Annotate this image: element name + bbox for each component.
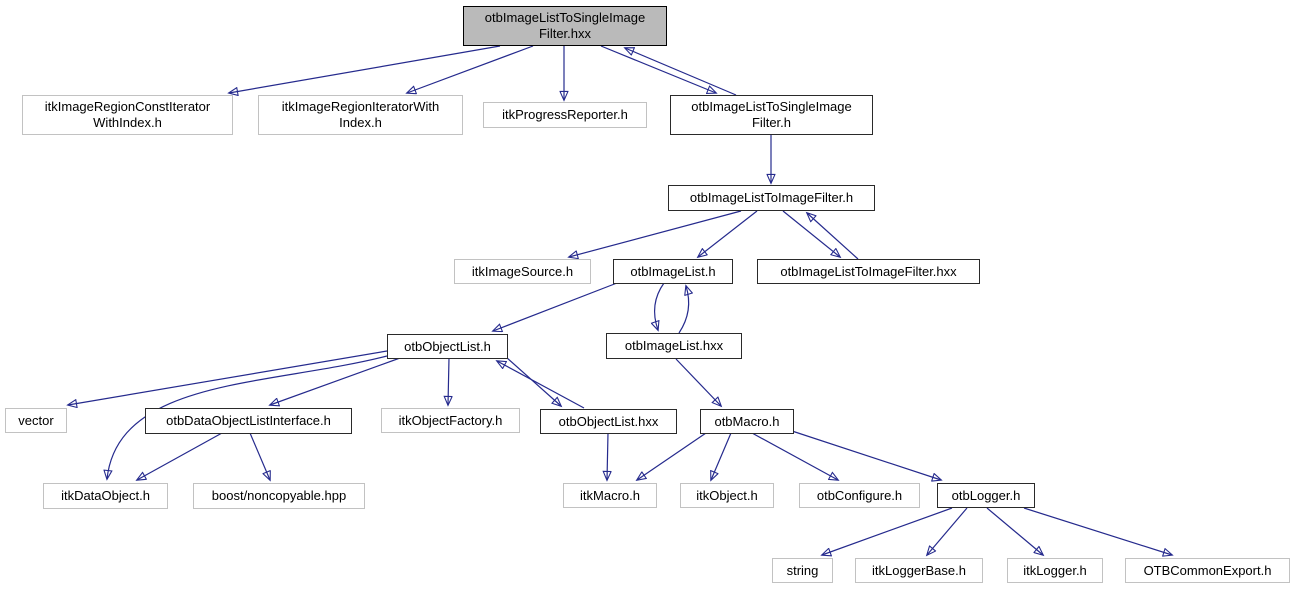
edge-object-list-h-to-object-factory xyxy=(448,357,449,405)
node-otb-image-list-h[interactable]: otbImageList.h xyxy=(613,259,733,284)
edge-object-list-h-to-data-object xyxy=(107,355,388,479)
edge-root-to-single-image-filter-h xyxy=(600,45,716,93)
edge-image-list-h-to-object-list-h xyxy=(493,282,618,331)
edge-object-list-h-to-vector xyxy=(68,350,388,405)
edge-otb-macro-to-otb-logger xyxy=(791,430,941,480)
node-otb-configure: otbConfigure.h xyxy=(799,483,920,508)
edge-object-list-h-to-interface xyxy=(270,357,401,405)
node-itk-region-iterator: itkImageRegionIteratorWith Index.h xyxy=(258,95,463,135)
node-itk-logger-base: itkLoggerBase.h xyxy=(855,558,983,583)
edge-otb-macro-to-itk-macro xyxy=(637,432,707,480)
node-string: string xyxy=(772,558,833,583)
node-otb-common-export: OTBCommonExport.h xyxy=(1125,558,1290,583)
node-otb-image-list-hxx[interactable]: otbImageList.hxx xyxy=(606,333,742,359)
node-otb-macro[interactable]: otbMacro.h xyxy=(700,409,794,434)
node-data-object-list-interface[interactable]: otbDataObjectListInterface.h xyxy=(145,408,352,434)
edge-object-list-hxx-to-object-list-h xyxy=(497,361,585,409)
node-otb-logger[interactable]: otbLogger.h xyxy=(937,483,1035,508)
edge-image-list-hxx-to-image-list-h xyxy=(678,286,689,334)
node-itk-region-const-iterator: itkImageRegionConstIterator WithIndex.h xyxy=(22,95,233,135)
edge-list-filter-h-to-list-filter-hxx xyxy=(782,210,840,257)
node-itk-object-factory: itkObjectFactory.h xyxy=(381,408,520,433)
node-root-hxx: otbImageListToSingleImage Filter.hxx xyxy=(463,6,667,46)
node-otb-object-list-hxx[interactable]: otbObjectList.hxx xyxy=(540,409,677,434)
edge-object-list-hxx-to-itk-macro xyxy=(607,432,608,480)
node-vector: vector xyxy=(5,408,67,433)
node-itk-progress-reporter: itkProgressReporter.h xyxy=(483,102,647,128)
node-itk-logger: itkLogger.h xyxy=(1007,558,1103,583)
node-single-image-filter-h[interactable]: otbImageListToSingleImage Filter.h xyxy=(670,95,873,135)
edge-otb-logger-to-common-export xyxy=(1023,507,1172,555)
edge-image-list-hxx-to-otb-macro xyxy=(675,358,721,406)
node-itk-image-source: itkImageSource.h xyxy=(454,259,591,284)
edge-root-to-const-iterator xyxy=(229,45,501,93)
edge-otb-macro-to-itk-object xyxy=(711,432,732,480)
edge-object-list-h-to-object-list-hxx xyxy=(505,356,561,406)
edge-root-to-iterator xyxy=(407,45,534,93)
node-itk-macro: itkMacro.h xyxy=(563,483,657,508)
edge-otb-macro-to-otb-configure xyxy=(751,432,838,480)
node-itk-object: itkObject.h xyxy=(680,483,774,508)
node-boost-noncopyable: boost/noncopyable.hpp xyxy=(193,483,365,509)
edge-list-filter-h-to-image-source xyxy=(569,210,742,257)
node-list-to-image-filter-hxx[interactable]: otbImageListToImageFilter.hxx xyxy=(757,259,980,284)
node-itk-data-object: itkDataObject.h xyxy=(43,483,168,509)
edge-otb-logger-to-logger-base xyxy=(927,507,968,555)
edge-list-filter-hxx-to-list-filter-h xyxy=(807,213,859,260)
node-otb-object-list-h[interactable]: otbObjectList.h xyxy=(387,334,508,359)
edge-otb-logger-to-string xyxy=(822,507,953,555)
edge-image-list-h-to-image-list-hxx xyxy=(655,282,665,330)
edge-otb-logger-to-itk-logger xyxy=(986,507,1043,555)
edge-single-image-filter-h-to-root xyxy=(625,48,737,96)
edge-interface-to-boost xyxy=(249,432,270,480)
node-list-to-image-filter-h[interactable]: otbImageListToImageFilter.h xyxy=(668,185,875,211)
edge-interface-to-data-object xyxy=(137,432,223,480)
edge-list-filter-h-to-image-list-h xyxy=(698,210,758,257)
